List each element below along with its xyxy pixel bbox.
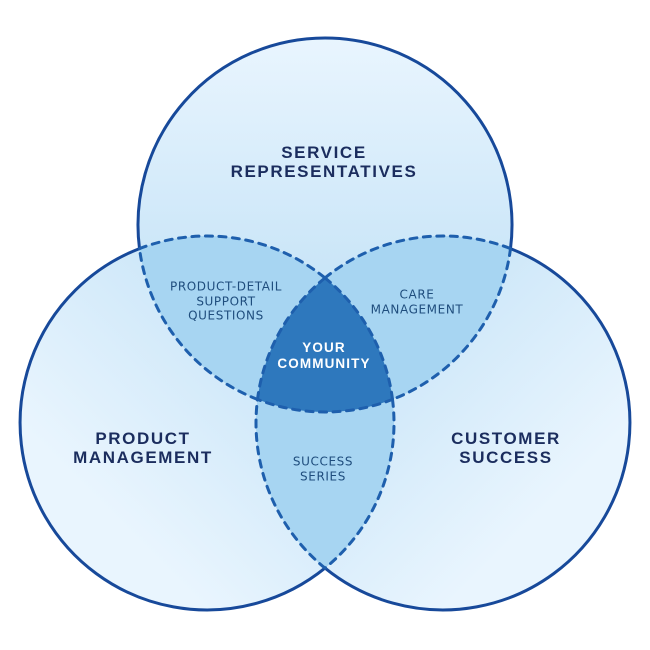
center-region-your-community — [257, 277, 393, 413]
label-care-management: CARE MANAGEMENT — [371, 288, 464, 317]
outer-arc-service — [136, 36, 514, 251]
dash-arc-center-right — [323, 276, 394, 401]
dash-arc-bottom-right-inner — [323, 397, 396, 570]
label-line: PRODUCT-DETAIL — [169, 279, 283, 294]
label-line: SERVICE — [281, 143, 367, 162]
dash-arc-center-bottom — [256, 397, 394, 414]
label-line: MANAGEMENT — [370, 302, 464, 316]
label-customer-success: CUSTOMER SUCCESS — [451, 429, 561, 467]
label-product-management: PRODUCT MANAGEMENT — [73, 429, 213, 467]
dash-arc-bottom-left-inner — [254, 397, 327, 570]
label-product-detail-support-questions: PRODUCT-DETAIL SUPPORT QUESTIONS — [170, 279, 282, 323]
label-line: SUCCESS — [292, 454, 354, 469]
label-line: QUESTIONS — [188, 308, 264, 323]
dash-arc-top-left — [138, 247, 259, 401]
label-line: SUCCESS — [459, 448, 553, 467]
label-line: SERIES — [300, 469, 346, 483]
label-line: PRODUCT — [95, 429, 191, 448]
label-line: CARE — [399, 287, 435, 302]
dash-arc-left-upper — [138, 234, 327, 280]
label-your-community: YOUR COMMUNITY — [277, 340, 370, 372]
label-line: REPRESENTATIVES — [230, 162, 418, 181]
dash-arc-top-right — [391, 247, 512, 401]
label-line: CUSTOMER — [451, 429, 561, 448]
dash-arc-right-upper — [323, 234, 512, 280]
label-service-representatives: SERVICE REPRESENTATIVES — [231, 143, 418, 181]
label-success-series: SUCCESS SERIES — [293, 455, 353, 484]
label-line: SUPPORT — [196, 293, 256, 308]
dash-arc-center-left — [256, 276, 327, 401]
label-line: YOUR — [302, 340, 346, 355]
label-line: MANAGEMENT — [73, 448, 213, 467]
outer-arc-product — [18, 247, 327, 612]
outer-arc-customer — [323, 247, 632, 612]
label-line: COMMUNITY — [277, 356, 371, 371]
